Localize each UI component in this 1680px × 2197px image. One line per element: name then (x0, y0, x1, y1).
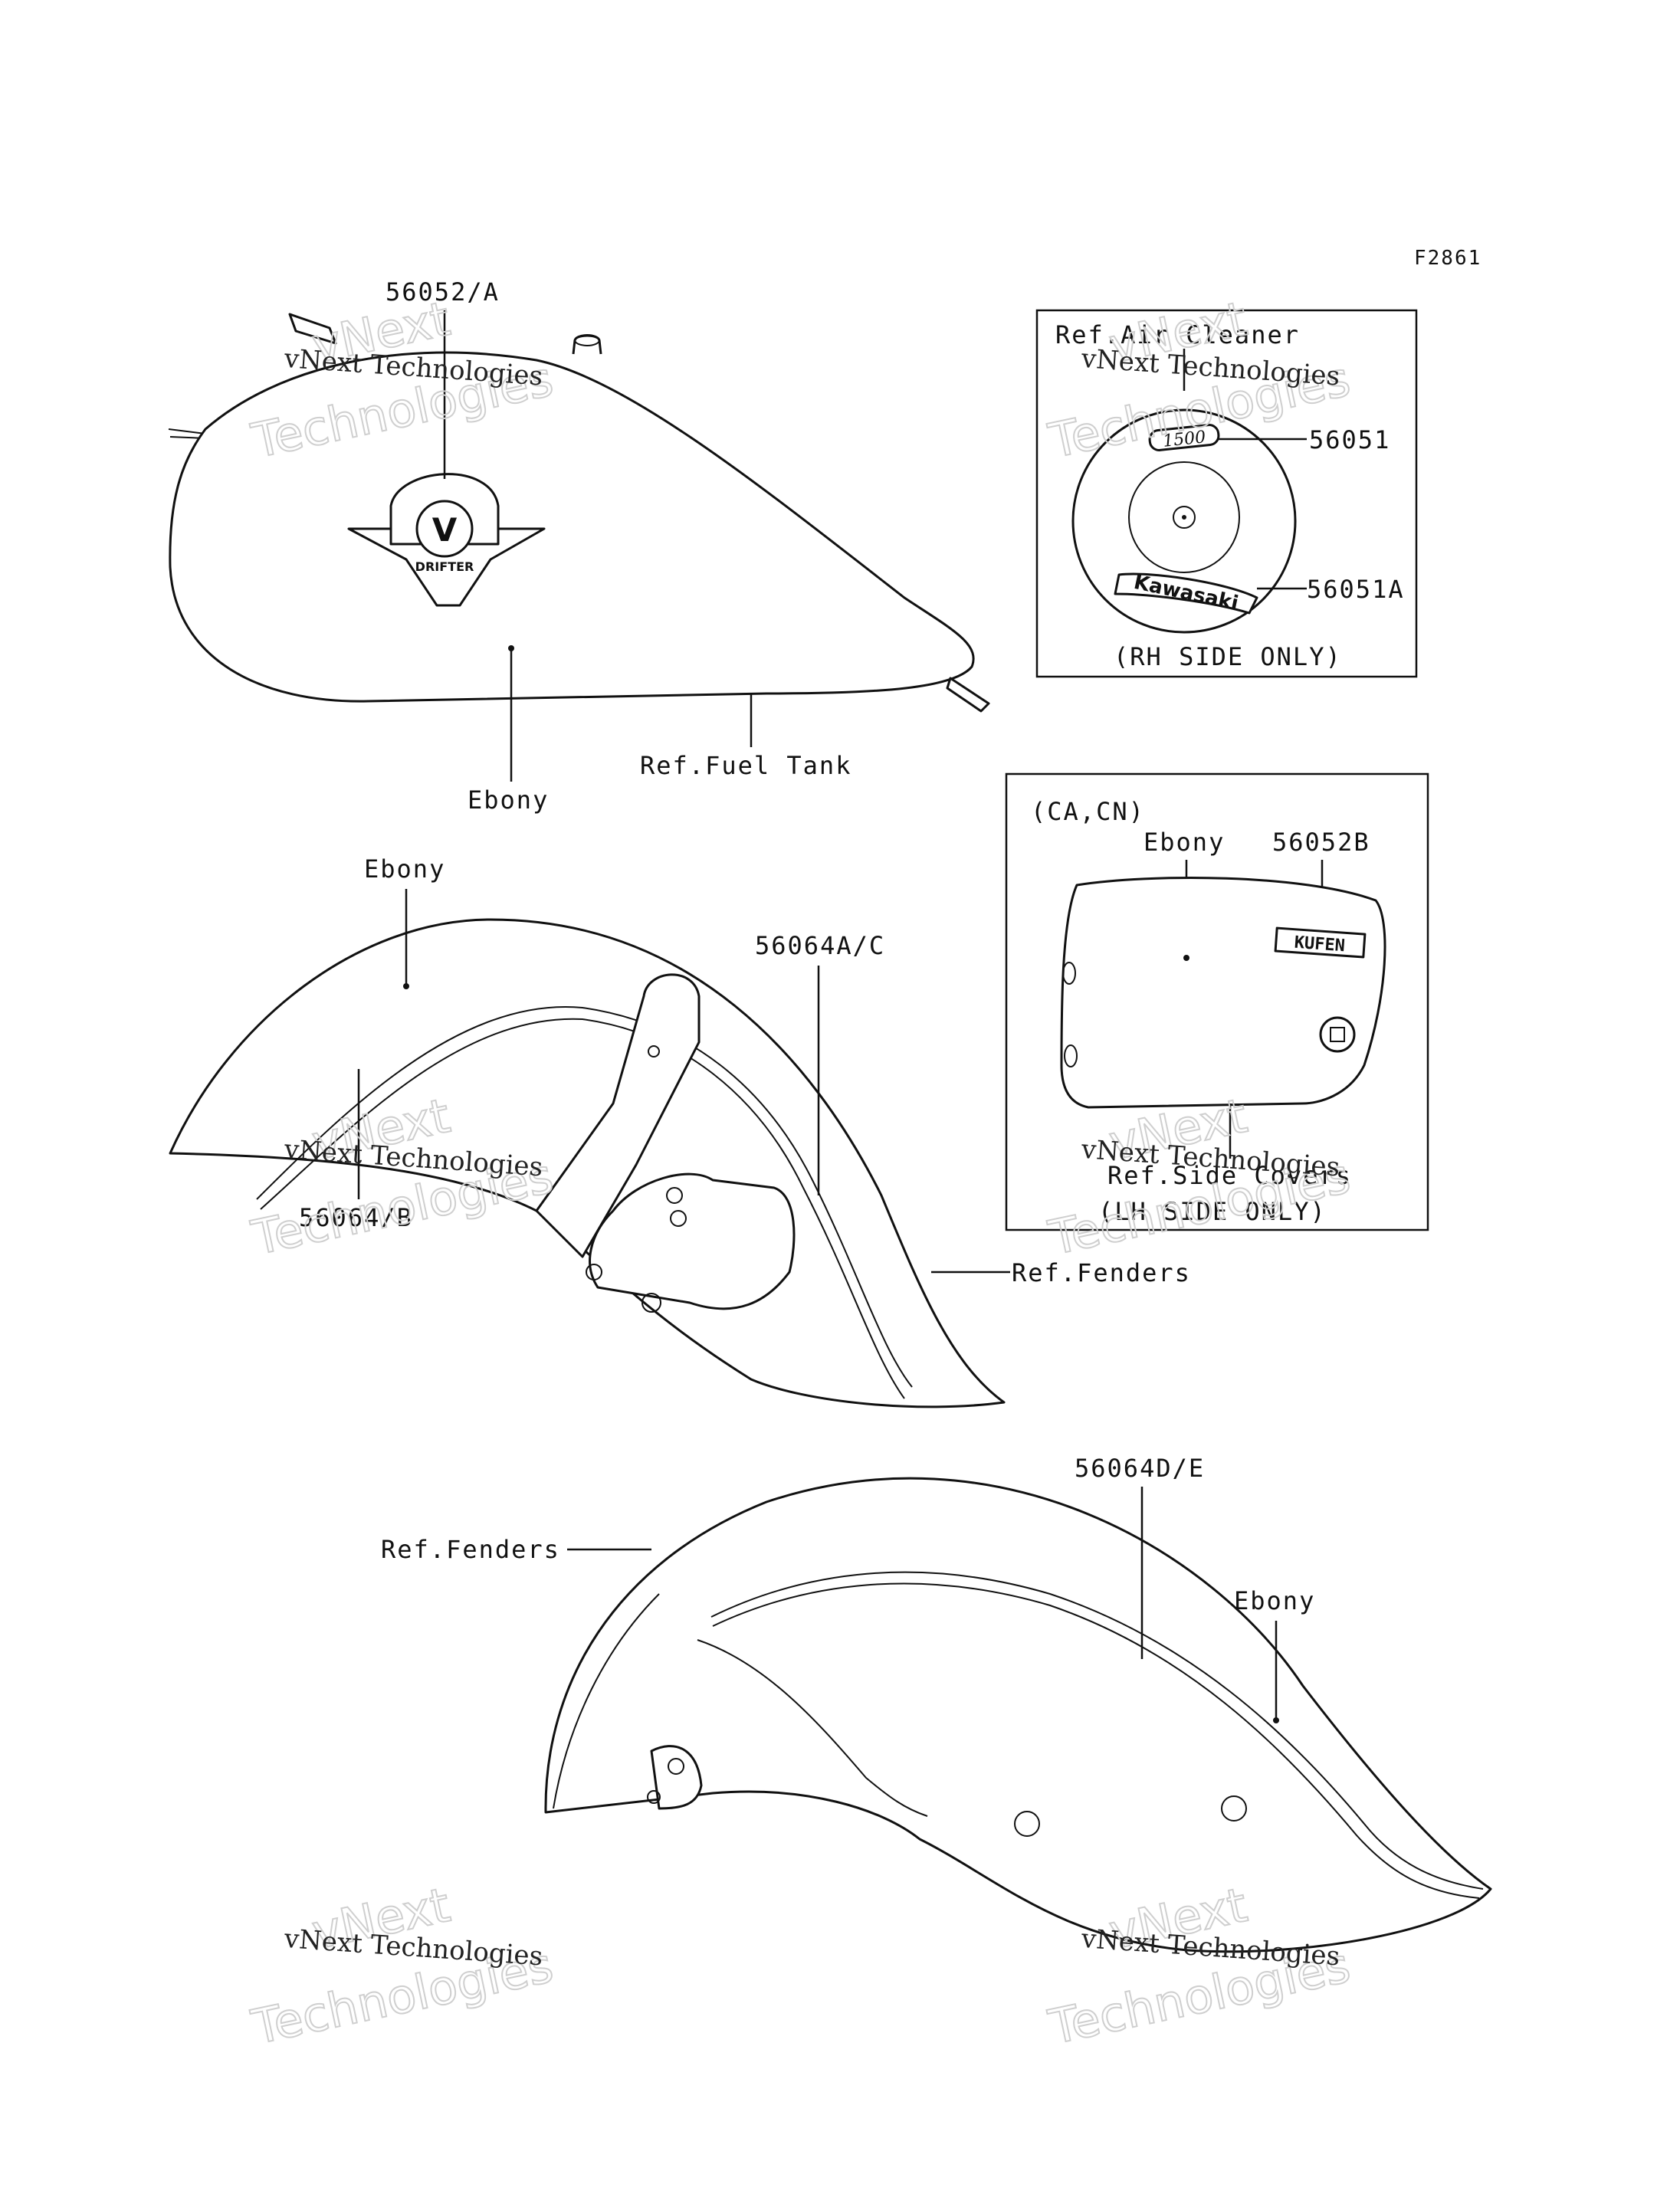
figure-code: F2861 (1414, 247, 1481, 270)
label-ebony-rear-fender: Ebony (1234, 1586, 1315, 1615)
air-cleaner-cover: 1500 Kawasaki (1071, 408, 1297, 634)
label-56064DE: 56064D/E (1075, 1454, 1205, 1483)
label-ebony-tank: Ebony (468, 785, 549, 815)
label-lh-side-only: (LH SIDE ONLY) (1098, 1197, 1327, 1226)
rear-fender (544, 1477, 1492, 1953)
label-ref-fenders-front: Ref.Fenders (1012, 1258, 1191, 1287)
label-56064B: 56064/B (299, 1203, 413, 1232)
label-56051: 56051 (1309, 425, 1390, 454)
label-ref-fuel-tank: Ref.Fuel Tank (640, 751, 851, 780)
side-cover: KUFEN (1060, 876, 1386, 1109)
label-ebony-front-fender: Ebony (364, 854, 445, 884)
label-ca-cn: (CA,CN) (1031, 797, 1145, 826)
label-ref-air-cleaner: Ref.Air Cleaner (1055, 320, 1300, 349)
label-56064AC: 56064A/C (755, 931, 885, 960)
tank-emblem: V DRIFTER (347, 473, 546, 607)
side-cover-box (1005, 772, 1429, 1231)
label-rh-side-only: (RH SIDE ONLY) (1114, 642, 1342, 671)
air-cleaner-box (1035, 309, 1418, 678)
label-56052A: 56052/A (386, 277, 500, 307)
air-cleaner-decal-1500: 1500 (1162, 428, 1206, 451)
side-cover-badge-text: KUFEN (1294, 933, 1346, 956)
label-56052B: 56052B (1272, 828, 1370, 857)
front-fender (169, 918, 1006, 1408)
label-ref-side-covers: Ref.Side Covers (1107, 1161, 1352, 1190)
fuel-tank: V DRIFTER (168, 313, 990, 713)
label-ebony-sidecover: Ebony (1144, 828, 1225, 857)
label-56051A: 56051A (1307, 575, 1405, 604)
label-ref-fenders-rear: Ref.Fenders (381, 1535, 560, 1564)
tank-emblem-letter: V (432, 511, 458, 549)
tank-emblem-word: DRIFTER (415, 559, 474, 574)
